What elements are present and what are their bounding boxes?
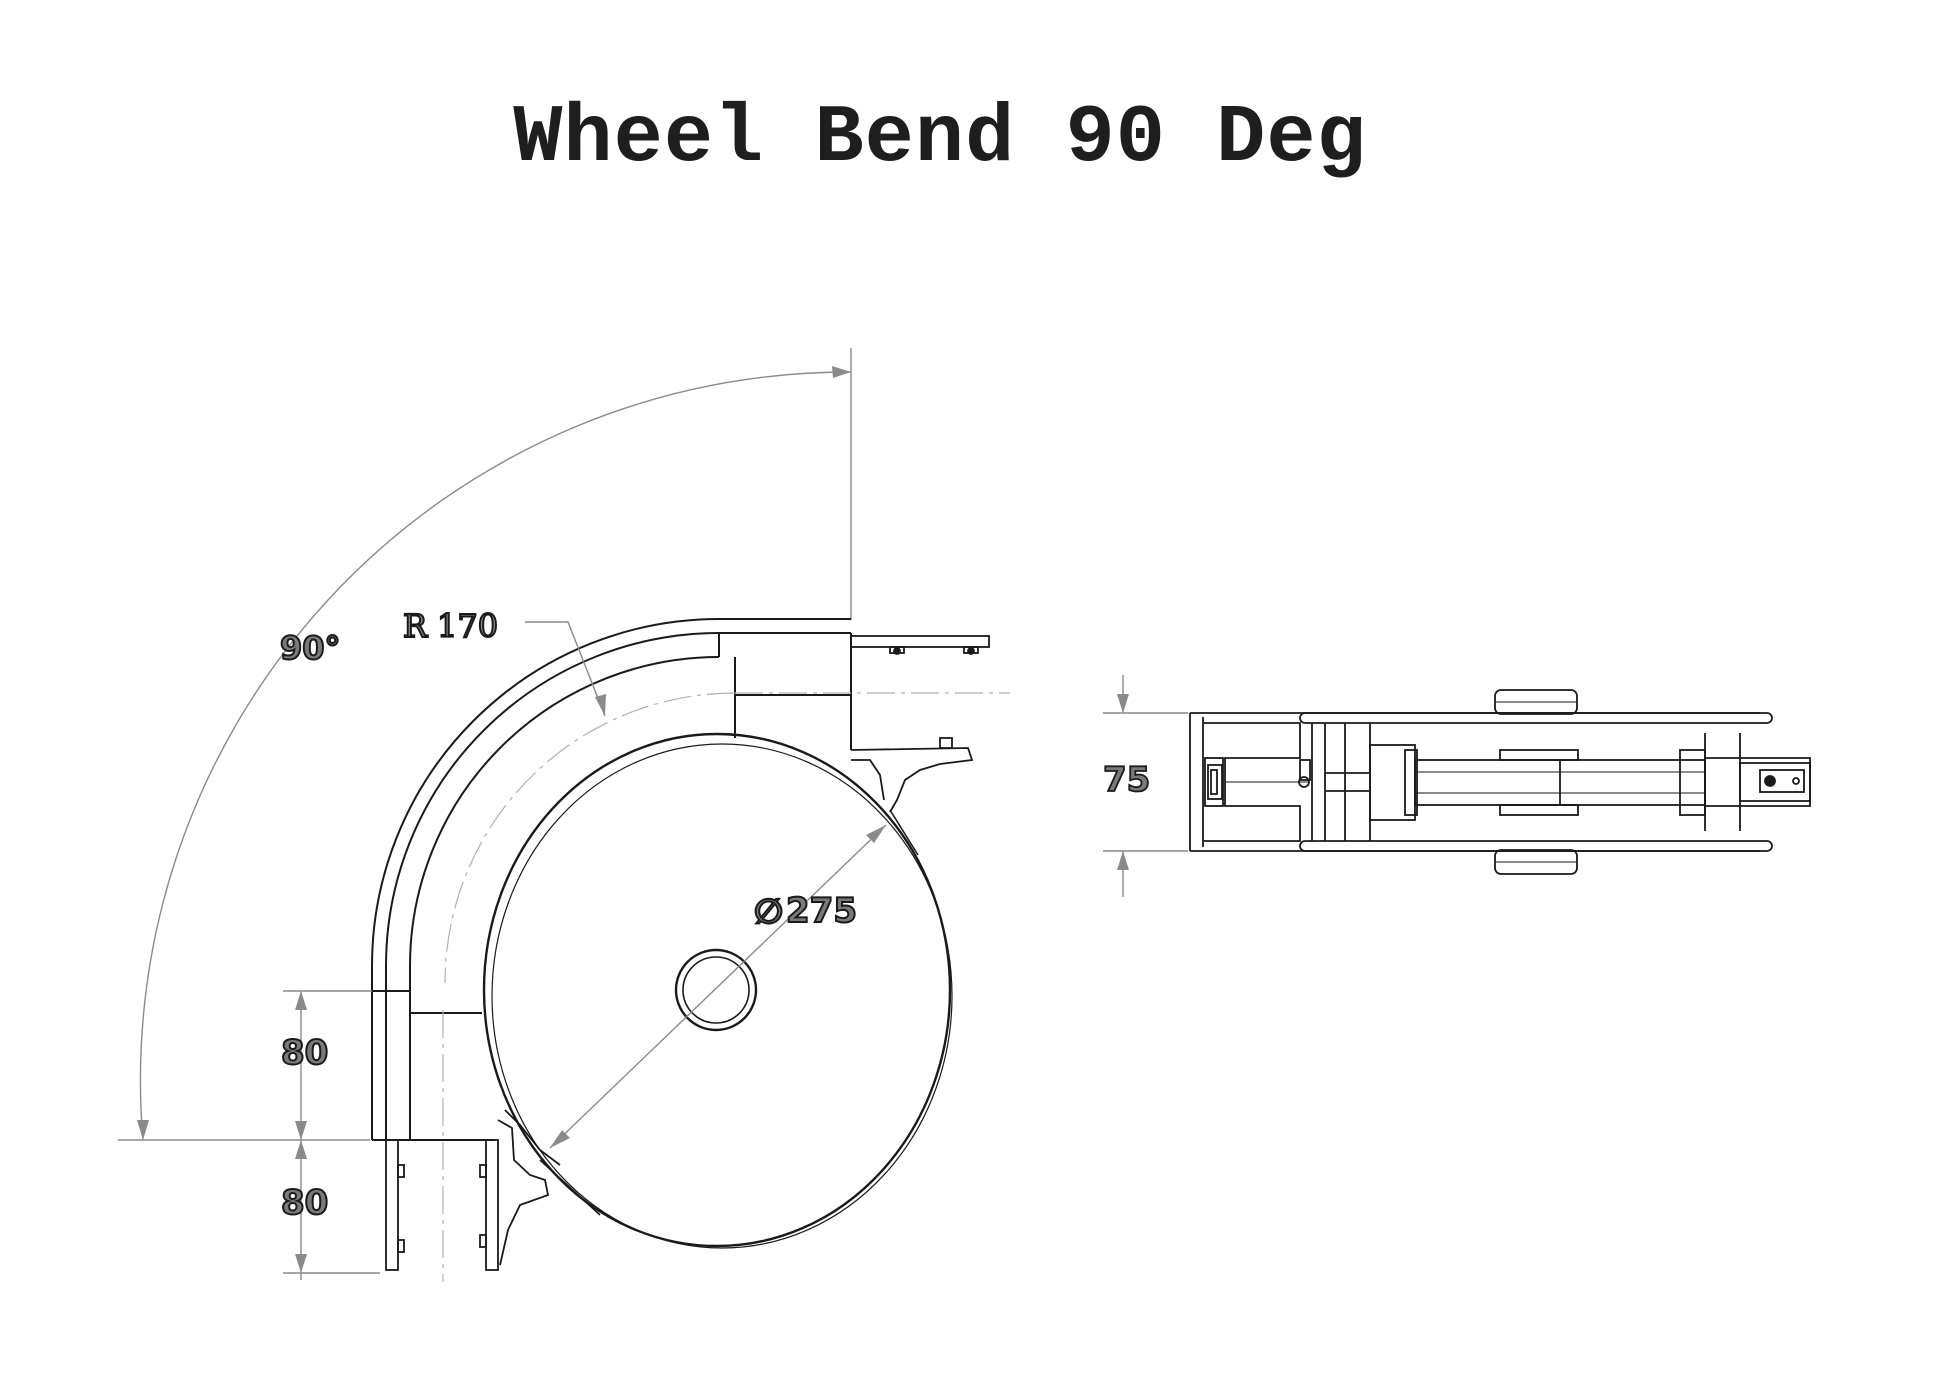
bottom-legs <box>385 1109 561 1271</box>
side-view: 75 <box>1102 675 1811 897</box>
lower-length-label: 80 <box>281 1183 328 1223</box>
centerlines <box>442 692 1010 1282</box>
height-dimension <box>1103 675 1188 897</box>
height-label: 75 <box>1103 760 1150 800</box>
wheel <box>482 732 953 1249</box>
diameter-label: 275 <box>786 891 857 931</box>
radius-prefix: R <box>403 607 428 645</box>
upper-length-label: 80 <box>281 1033 328 1073</box>
diameter-dimension <box>549 824 887 1149</box>
top-bracket <box>850 635 990 813</box>
radius-leader <box>525 621 606 717</box>
length-dimension <box>283 990 380 1280</box>
angle-dimension <box>118 348 852 1141</box>
radius-label: 170 <box>437 607 498 645</box>
bend-frame <box>371 618 852 1141</box>
diameter-symbol: ∅ <box>754 892 783 932</box>
plan-view: 90° <box>118 348 1010 1282</box>
angle-label: 90° <box>280 629 341 667</box>
drawing-title: Wheel Bend 90 Deg <box>513 92 1367 185</box>
